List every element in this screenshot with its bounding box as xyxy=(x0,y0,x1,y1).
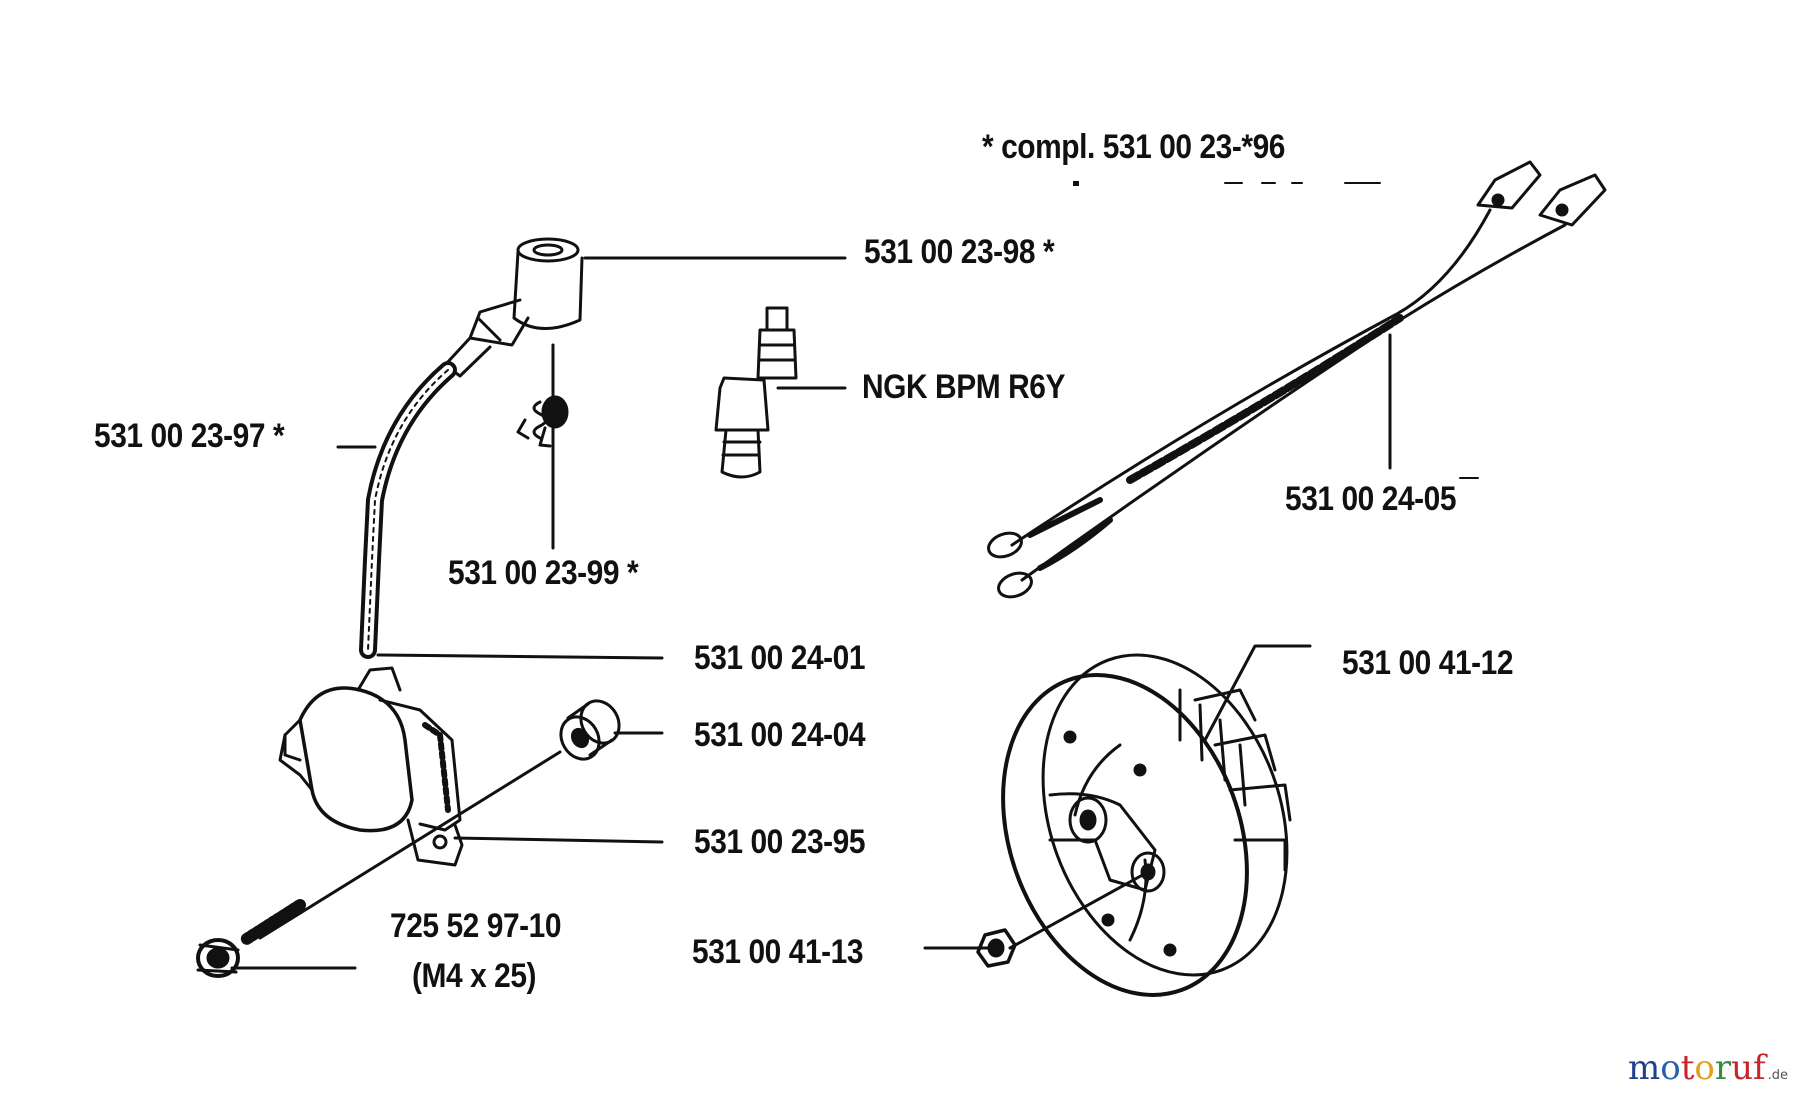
spring-part-label: 531 00 23-99 * xyxy=(448,554,639,592)
spacer-part-label: 531 00 24-04 xyxy=(694,716,866,754)
spark-plug-cap xyxy=(443,237,584,378)
spacer xyxy=(559,699,621,761)
watermark: motoruf.de xyxy=(1628,1048,1788,1088)
stray-marks xyxy=(1073,181,1479,479)
flywheel-nut xyxy=(976,928,1017,968)
screw-size-label: (M4 x 25) xyxy=(412,957,537,995)
screw xyxy=(196,750,562,978)
cap-spring xyxy=(516,395,569,448)
ht-lead xyxy=(359,361,457,659)
coil-part-label: 531 00 24-01 xyxy=(694,639,866,677)
lead-part-label: 531 00 23-97 * xyxy=(94,417,285,455)
spark-plug-label: NGK BPM R6Y xyxy=(862,368,1065,406)
ignition-coil xyxy=(278,666,464,867)
cable xyxy=(987,160,1607,599)
watermark-tld: .de xyxy=(1767,1068,1788,1083)
leader-lines xyxy=(230,256,1392,970)
leader-coil xyxy=(376,653,664,660)
bracket-part-label: 531 00 23-95 xyxy=(694,823,866,861)
cable-part-label: 531 00 24-05 xyxy=(1285,480,1457,518)
spark-plug xyxy=(714,306,798,479)
cap-part-label: 531 00 23-98 * xyxy=(864,233,1055,271)
compl-label: * compl. 531 00 23-*96 xyxy=(982,128,1286,166)
flywheel-part-label: 531 00 41-12 xyxy=(1342,644,1514,682)
leader-bracket xyxy=(453,836,664,844)
flywheel xyxy=(1001,653,1292,997)
screw-part-label: 725 52 97-10 xyxy=(390,907,562,945)
nut-part-label: 531 00 41-13 xyxy=(692,933,864,971)
leader-flywheel xyxy=(1203,644,1310,742)
watermark-brand: motoruf xyxy=(1627,1048,1766,1088)
